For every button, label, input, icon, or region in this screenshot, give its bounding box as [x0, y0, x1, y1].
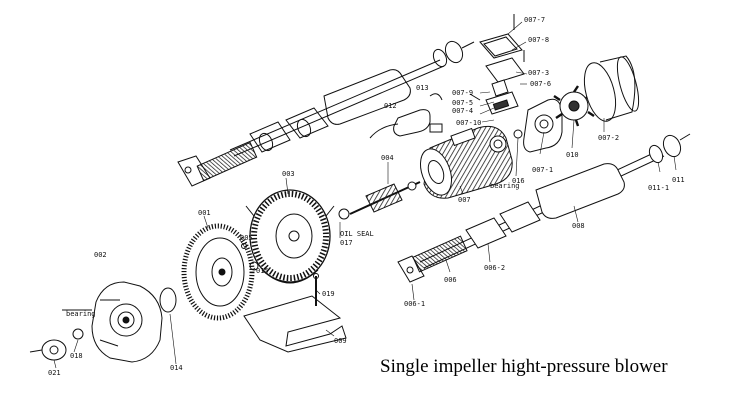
silencer-body-left: [323, 69, 411, 125]
terminal-box-assembly: [469, 14, 525, 115]
right-muffler-assembly: [397, 133, 691, 283]
left-muffler-assembly: [177, 40, 475, 187]
end-shield-rear: [523, 98, 563, 153]
diagram-caption: Single impeller hight-pressure blower: [380, 356, 668, 377]
blower-housing: [245, 189, 335, 284]
label-007-8: 007-8: [528, 36, 549, 44]
label-021: 021: [48, 369, 61, 377]
silencer-tube-3: [465, 217, 507, 249]
washer-015: [249, 261, 259, 271]
label-bearing-right: bearing: [490, 182, 520, 190]
label-001: 001: [198, 209, 211, 217]
label-016: 016: [512, 177, 525, 185]
label-007-1: 007-1: [532, 166, 553, 174]
front-cover: [62, 281, 163, 363]
label-006-1: 006-1: [404, 300, 425, 308]
label-009: 009: [334, 337, 347, 345]
silencer-spring-right: [412, 235, 468, 273]
cover-plate-014: [159, 287, 177, 313]
label-007-5: 007-5: [452, 99, 473, 107]
label-005: 005: [240, 234, 253, 242]
label-007-10: 007-10: [456, 119, 481, 127]
impeller: [181, 223, 259, 321]
silencer-spring-left: [196, 141, 258, 182]
label-019: 019: [322, 290, 335, 298]
label-015: 015: [256, 267, 269, 275]
silencer-tube-4: [499, 201, 541, 233]
label-oil-seal: OIL SEAL: [340, 230, 374, 238]
label-006-2: 006-2: [484, 264, 505, 272]
terminal-cover: [479, 33, 523, 59]
label-002: 002: [94, 251, 107, 259]
label-012: 012: [384, 102, 397, 110]
base-plate: [243, 273, 347, 353]
capacitor-assembly: [369, 93, 443, 139]
part-018: [72, 328, 84, 340]
misc-parts: [29, 287, 177, 361]
label-013: 013: [416, 84, 429, 92]
terminal-gasket: [485, 57, 525, 83]
label-007-2: 007-2: [598, 134, 619, 142]
label-006: 006: [444, 276, 457, 284]
label-003: 003: [282, 170, 295, 178]
label-014: 014: [170, 364, 183, 372]
oil-seal: [338, 208, 350, 220]
leader-lines: [53, 21, 677, 369]
key-005: [241, 243, 247, 249]
flange-plate-right: [397, 255, 425, 283]
label-010: 010: [566, 151, 579, 159]
silencer-tube-2: [285, 107, 329, 139]
part-labels: 001 002 003 004 005 006 006-1 006-2 007 …: [48, 16, 685, 377]
motor-assembly: [419, 125, 523, 199]
label-007-3: 007-3: [528, 69, 549, 77]
silencer-body-right: [535, 163, 625, 219]
end-cap-left: [444, 40, 464, 64]
label-007: 007: [458, 196, 471, 204]
part-021: [41, 339, 67, 361]
label-bearing-left: bearing: [66, 310, 96, 318]
label-007-7: 007-7: [524, 16, 545, 24]
rear-fan-assembly: [523, 55, 640, 153]
rotor-shaft: [338, 181, 421, 220]
end-cap-right: [662, 134, 682, 158]
label-007-9: 007-9: [452, 89, 473, 97]
label-008: 008: [572, 222, 585, 230]
label-017: 017: [340, 239, 353, 247]
label-007-4: 007-4: [452, 107, 473, 115]
capacitor-012: [393, 109, 431, 137]
label-011-1: 011-1: [648, 184, 669, 192]
label-004: 004: [381, 154, 394, 162]
rotor: [365, 183, 403, 213]
label-018: 018: [70, 352, 83, 360]
end-cap-right-inner: [648, 144, 664, 164]
label-007-6: 007-6: [530, 80, 551, 88]
fan-cover: [583, 55, 640, 122]
label-011: 011: [672, 176, 685, 184]
motor-bearing: [489, 135, 507, 153]
